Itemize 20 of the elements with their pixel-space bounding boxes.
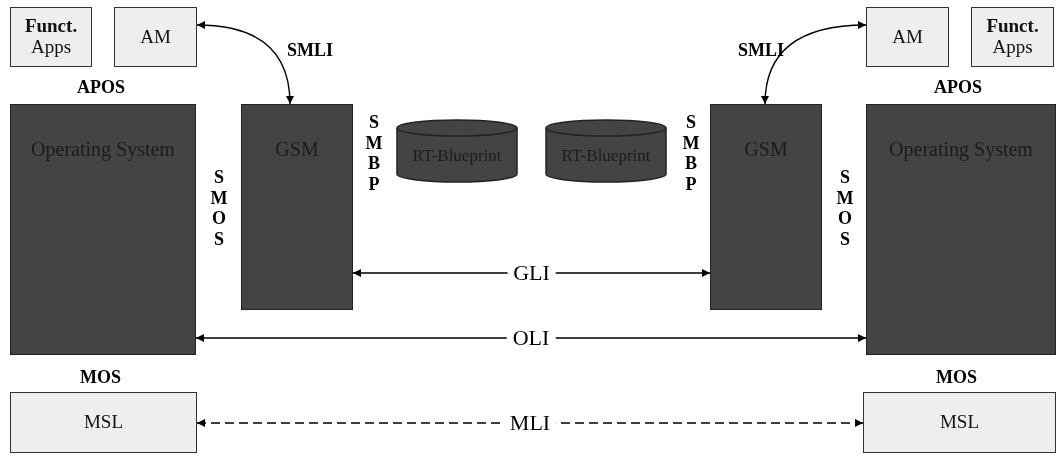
interface-label: SMBP (682, 112, 700, 195)
process-box: Funct. Apps (10, 7, 92, 67)
process-box: Funct. Apps (971, 7, 1054, 67)
process-box: MSL (10, 392, 197, 453)
interface-label: APOS (77, 77, 125, 98)
interface-label: SMOS (210, 167, 228, 250)
interface-label: SMOS (836, 167, 854, 250)
process-box: AM (866, 7, 949, 67)
arrow (196, 21, 294, 105)
interface-label: MOS (936, 367, 977, 388)
interface-label: APOS (934, 77, 982, 98)
interface-label: SMLI (287, 40, 333, 61)
process-box: AM (114, 7, 197, 67)
arrow (196, 419, 864, 427)
process-box: MSL (863, 392, 1056, 453)
interface-label: SMBP (365, 112, 383, 195)
interface-label: MOS (80, 367, 121, 388)
arrow (761, 21, 867, 105)
arrow (195, 334, 867, 342)
interface-label: SMLI (738, 40, 784, 61)
